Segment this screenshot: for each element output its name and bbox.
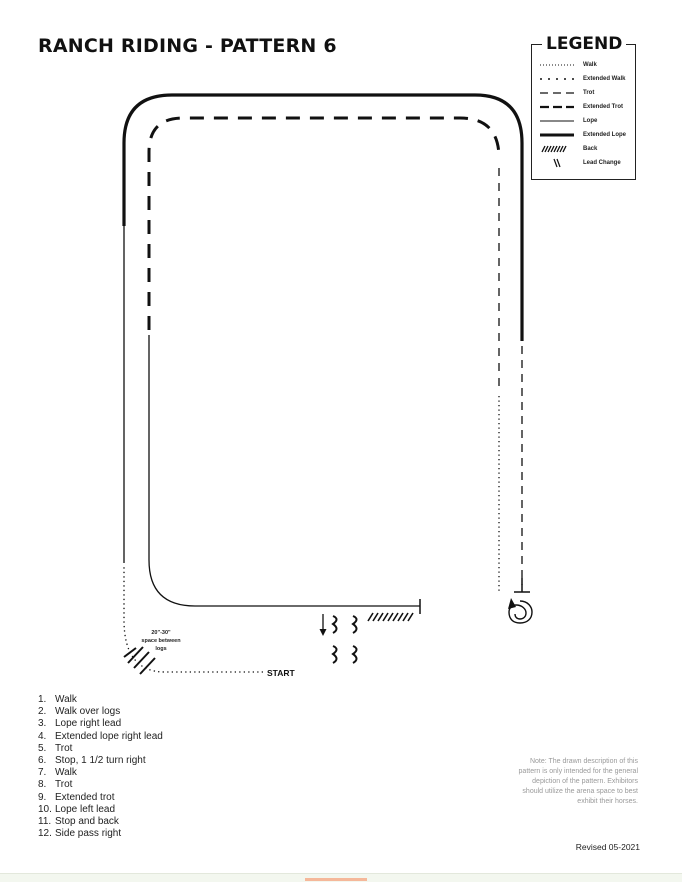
step-text: Lope right lead: [55, 718, 122, 730]
step-number: 3.: [38, 718, 47, 730]
legend-label: Extended Trot: [583, 104, 624, 110]
legend-label: Trot: [583, 90, 595, 96]
legend-label: Back: [583, 146, 598, 152]
legend-item-back: Back: [540, 143, 636, 155]
extended-trot-path: [147, 116, 501, 330]
step-item: 4. Extended lope right lead: [38, 731, 163, 743]
step-item: 2. Walk over logs: [38, 706, 163, 718]
step-item: 12.Side pass right: [38, 828, 163, 840]
extended-lope-path: [122, 93, 524, 341]
pattern-note: Note: The drawn description of this patt…: [518, 758, 638, 805]
extended-trot-line-icon: [540, 105, 574, 109]
revised-date: Revised 05-2021: [575, 842, 640, 852]
step-text: Side pass right: [55, 828, 122, 840]
back-hatch-icon: [541, 145, 567, 153]
step-number: 6.: [38, 755, 47, 767]
step-number: 12.: [38, 828, 52, 840]
side-pass-arrow: [319, 614, 327, 636]
step-number: 2.: [38, 706, 47, 718]
pattern-title: RANCH RIDING - PATTERN 6: [38, 35, 337, 57]
step-text: Walk: [55, 694, 77, 705]
legend-item-extended-walk: Extended Walk: [540, 73, 636, 85]
logs: [123, 646, 156, 675]
step-item: 10.Lope left lead: [38, 804, 163, 816]
step-text: Trot: [55, 779, 73, 791]
step-item: 7. Walk: [38, 767, 163, 779]
step-item: 3. Lope right lead: [38, 718, 163, 730]
step-text: Trot: [55, 742, 73, 754]
logs-note-line-3: logs: [155, 646, 166, 652]
legend: LEGEND Walk Extended Walk Trot Extended …: [531, 35, 636, 180]
step-item: 11.Stop and back: [38, 816, 163, 828]
legend-item-extended-trot: Extended Trot: [540, 101, 636, 113]
step-number: 5.: [38, 742, 47, 754]
start-label: START: [267, 668, 296, 678]
lope-line-icon: [540, 120, 574, 122]
step-item: 9. Extended trot: [38, 792, 163, 804]
step-text: Extended lope right lead: [55, 730, 163, 742]
logs-note-line-2: space between: [141, 638, 181, 644]
steps-list: 1. Walk 2. Walk over logs 3. Lope right lea…: [38, 694, 163, 840]
legend-title: LEGEND: [542, 35, 627, 53]
back-hatch: [367, 612, 414, 622]
page-bottom-accent: [305, 878, 367, 881]
step-item: 8. Trot: [38, 779, 163, 791]
trot-line-icon: [540, 92, 574, 94]
legend-item-extended-lope: Extended Lope: [540, 129, 636, 141]
stop-marker-right: [514, 578, 530, 593]
legend-label: Walk: [583, 62, 597, 68]
logs-note-line-1: 20"-30": [151, 630, 171, 636]
step-number: 10.: [38, 803, 52, 815]
step-item: 6. Stop, 1 1/2 turn right: [38, 755, 163, 767]
page-bottom-bar: [0, 873, 682, 882]
legend-label: Lead Change: [583, 160, 621, 166]
step-text: Stop and back: [55, 816, 119, 828]
step-text: Extended trot: [55, 791, 115, 803]
step-number: 7.: [38, 767, 47, 779]
lead-change-icon: [553, 158, 561, 168]
step-text: Lope left lead: [55, 803, 116, 815]
extended-walk-line-icon: [540, 78, 575, 80]
step-number: 11.: [38, 816, 52, 828]
legend-label: Lope: [583, 118, 598, 124]
legend-item-lead-change: Lead Change: [540, 157, 636, 169]
legend-item-walk: Walk: [540, 59, 636, 71]
step-text: Stop, 1 1/2 turn right: [55, 755, 146, 767]
legend-item-trot: Trot: [540, 87, 636, 99]
turn-spiral: [508, 598, 533, 624]
step-text: Walk over logs: [55, 706, 121, 718]
step-number: 8.: [38, 779, 47, 791]
hoof-prints: [331, 615, 358, 664]
lope-path-inner: [148, 335, 420, 607]
step-number: 1.: [38, 694, 47, 705]
step-number: 4.: [38, 730, 47, 742]
legend-label: Extended Walk: [583, 76, 626, 82]
legend-item-lope: Lope: [540, 115, 636, 127]
pattern-diagram: 20"-30" space between logs START: [122, 93, 533, 678]
extended-lope-line-icon: [540, 133, 574, 137]
step-text: Walk: [55, 767, 77, 779]
legend-label: Extended Lope: [583, 132, 627, 138]
step-item: 1. Walk: [38, 694, 163, 706]
step-number: 9.: [38, 791, 47, 803]
step-item: 5. Trot: [38, 743, 163, 755]
